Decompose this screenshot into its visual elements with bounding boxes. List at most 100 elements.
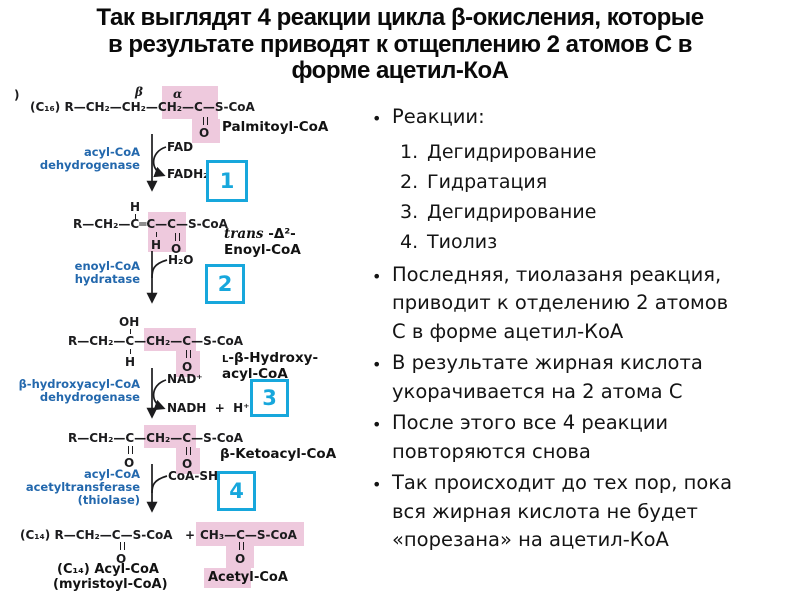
enzyme-enoyl-coa-hydratase-line1: enoyl-CoA <box>74 259 140 273</box>
bullet-thiolase: • Последняя, тиолазаня реакция, приводит… <box>372 261 796 347</box>
formula-myristoyl-coa: (C₁₄) R—CH₂—C—S-CoA <box>20 528 173 542</box>
cofactor-h2o: H₂O <box>168 253 194 267</box>
bullet-thiolase-text: Последняя, тиолазаня реакция, приводит к… <box>392 262 729 343</box>
label-small-cap-l: L <box>222 354 229 365</box>
hydrogen-atom: H <box>125 355 136 369</box>
oxygen-atom: O <box>182 360 193 374</box>
corner-paren: ) <box>14 88 20 102</box>
bullet-until-cut: • Так происходит до тех пор, пока вся жи… <box>372 469 796 555</box>
label-acyl-coa: acyl-CoA <box>222 366 288 382</box>
list-item: 3. Дегидрирование <box>400 197 796 227</box>
list-text: Гидратация <box>427 170 548 193</box>
bullet-marker: • <box>372 475 382 494</box>
enzyme-enoyl-coa-hydratase-line2: hydratase <box>74 272 140 286</box>
bullet-shortening-text: В результате жирная кислота укорачиваетс… <box>392 351 703 403</box>
cofactor-nad: NAD⁺ <box>167 372 203 386</box>
formula-hydroxyacyl-coa: R—CH₂—C—CH₂—C—S-CoA <box>68 334 244 348</box>
label-trans-italic: trans <box>224 226 264 242</box>
highlight <box>176 351 200 377</box>
label-enoyl-coa: Enoyl-CoA <box>224 242 301 258</box>
label-l-beta-hydroxy: L-β-Hydroxy- <box>222 350 318 366</box>
enzyme-acyl-coa-dehydrogenase-line1: acyl-CoA <box>83 145 140 159</box>
double-bond <box>239 542 244 550</box>
step-number-box-1: 1 <box>206 160 248 202</box>
list-text: Тиолиз <box>427 230 498 253</box>
cofactor-nadh: NADH + H⁺ <box>167 401 250 415</box>
highlight <box>226 546 254 568</box>
highlight <box>162 86 218 119</box>
hydrogen-atom: H <box>130 200 141 214</box>
reaction-arrows-svg <box>146 134 168 513</box>
hydrogen-atom: H <box>151 238 162 252</box>
double-bond <box>120 542 125 550</box>
step-number-box-4: 4 <box>217 471 256 511</box>
oxygen-atom: O <box>199 126 210 140</box>
alpha-symbol: α <box>173 87 183 101</box>
label-delta2: -Δ²- <box>263 226 296 242</box>
highlight <box>176 448 200 474</box>
bullet-marker: • <box>372 415 382 434</box>
bullet-repeat: • После этого все 4 реакции повторяются … <box>372 409 796 466</box>
cofactor-coa-sh: CoA-SH <box>168 469 219 483</box>
double-bond <box>186 447 191 455</box>
oxygen-atom: O <box>171 242 182 256</box>
bullet-shortening: • В результате жирная кислота укорачивае… <box>372 349 796 406</box>
enzyme-acyl-coa-dehydrogenase-line2: dehydrogenase <box>39 158 140 172</box>
list-item: 4. Тиолиз <box>400 227 796 257</box>
cofactor-fad: FAD <box>167 140 194 154</box>
double-bond <box>186 350 191 358</box>
label-acetyl-coa-suffix: -CoA <box>254 570 288 585</box>
cofactor-arrow-h2o <box>151 259 168 279</box>
formula-palmitoyl-coa: (C₁₆) R—CH₂—CH₂—CH₂—C—S-CoA <box>30 100 255 114</box>
label-c14-acyl-coa: (C₁₄) Acyl-CoA <box>57 562 159 577</box>
single-bond <box>135 214 136 219</box>
bullet-reactions-text: Реакции: <box>392 105 485 128</box>
enzyme-thiolase-line3: (thiolase) <box>77 493 140 507</box>
bullet-marker: • <box>372 355 382 374</box>
step-number-box-2: 2 <box>205 264 245 304</box>
bullet-until-cut-text: Так происходит до тех пор, пока вся жирн… <box>392 471 733 551</box>
label-ketoacyl-coa: β-Ketoacyl-CoA <box>220 446 337 462</box>
bullet-marker: • <box>372 266 382 286</box>
list-number: 1. <box>400 140 419 163</box>
beta-oxidation-diagram: ) β α (C₁₆) R—CH₂—CH₂—CH₂—C—S-CoA O Palm… <box>0 0 365 600</box>
oxygen-atom: O <box>124 456 135 470</box>
oxygen-atom: O <box>116 552 127 566</box>
highlight <box>144 328 196 351</box>
cofactor-arrow-coash <box>151 475 168 494</box>
enzyme-hydroxyacyl-dehydrogenase-line1: β-hydroxyacyl-CoA <box>18 377 140 391</box>
beta-symbol: β <box>135 85 143 99</box>
enzyme-hydroxyacyl-dehydrogenase-line2: dehydrogenase <box>39 390 140 404</box>
single-bond <box>130 329 131 334</box>
list-item: 2. Гидратация <box>400 167 796 197</box>
formula-acetyl-coa: CH₃—C—S-CoA <box>200 528 297 542</box>
highlight <box>196 522 304 546</box>
list-number: 2. <box>400 170 419 193</box>
label-acetyl: Acetyl <box>208 570 254 585</box>
bullet-repeat-text: После этого все 4 реакции повторяются сн… <box>392 411 669 463</box>
highlight <box>204 568 251 588</box>
label-palmitoyl-coa: Palmitoyl-CoA <box>222 119 329 135</box>
plus-sign: + <box>185 528 196 542</box>
formula-ketoacyl-coa: R—CH₂—C—CH₂—C—S-CoA <box>68 431 244 445</box>
bullet-reactions: • Реакции: <box>372 103 796 134</box>
oxygen-atom: O <box>235 552 246 566</box>
highlight <box>192 119 220 143</box>
reactions-numbered-list: 1. Дегидрирование 2. Гидратация 3. Дегид… <box>400 137 796 257</box>
list-number: 3. <box>400 200 419 223</box>
bullet-marker: • <box>372 109 382 128</box>
right-text-panel: • Реакции: 1. Дегидрирование 2. Гидратац… <box>372 103 796 558</box>
slide-title: Так выглядят 4 реакции цикла β-окисления… <box>96 4 704 84</box>
single-bond <box>156 232 157 237</box>
double-bond <box>203 117 208 125</box>
label-beta-hydroxy: -β-Hydroxy- <box>228 350 319 366</box>
enzyme-thiolase-line2: acetyltransferase <box>25 480 140 494</box>
enzyme-thiolase-line1: acyl-CoA <box>83 467 140 481</box>
list-text: Дегидрирование <box>427 200 597 223</box>
highlight <box>144 425 196 448</box>
label-trans-delta2: trans -Δ²- <box>224 226 296 242</box>
double-bond <box>128 446 133 454</box>
hydroxyl-group: OH <box>119 315 140 329</box>
highlight <box>148 212 186 252</box>
